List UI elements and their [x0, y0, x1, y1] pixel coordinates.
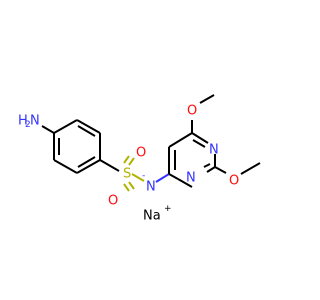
bond-benzene-4	[53, 159, 78, 174]
bond-pyr-5-inner	[203, 163, 211, 168]
bond-pyr-2	[168, 132, 193, 148]
bond-pyr-6	[177, 178, 193, 188]
methoxy-o-right-label: O	[229, 174, 239, 189]
sulfonyl-o-top-label: O	[136, 146, 146, 161]
bond-pyr-5	[206, 166, 216, 173]
bond-n-to-pyrimidine	[155, 173, 170, 183]
molecule-structure: H 2 N S O O N - N N O O Na +	[18, 94, 261, 224]
pyrimidine-ring	[168, 132, 216, 188]
bond-s-to-o-top-b	[123, 155, 130, 164]
bond-ring-to-sulfur	[99, 159, 120, 172]
bond-benzene-6	[53, 119, 78, 134]
bond-benzene-3	[76, 159, 101, 174]
sodium-charge-label: +	[164, 204, 172, 214]
bond-benzene-1	[76, 119, 101, 134]
amide-n-label: N	[146, 180, 156, 195]
methoxy-o-top-label: O	[187, 104, 197, 119]
ring-n-bottom-label: N	[186, 171, 196, 186]
benzene-ring	[53, 119, 101, 174]
bond-ring-to-methoxy-right	[214, 166, 227, 174]
bond-pyr-3	[191, 132, 209, 144]
bond-methoxy-right-to-methyl	[240, 162, 261, 175]
sodium-label: Na	[143, 209, 161, 224]
bond-benzene-inner-1	[77, 125, 96, 137]
sulfonyl-o-bottom-label: O	[108, 194, 118, 209]
sulfur-label: S	[123, 167, 131, 182]
ring-n-top-label: N	[209, 143, 219, 158]
bond-s-to-n	[131, 173, 145, 182]
bond-s-to-o-bottom-a	[128, 181, 135, 190]
bond-s-to-o-top-a	[128, 157, 135, 166]
bond-s-to-o-bottom-b	[123, 183, 130, 192]
bond-benzene-inner-2	[77, 156, 96, 168]
bond-pyr-3-inner	[192, 139, 206, 148]
amine-h-label: H	[18, 114, 28, 129]
bond-methoxy-top-to-methyl	[199, 94, 215, 104]
amide-charge-label: -	[142, 171, 145, 181]
bond-pyr-6b	[168, 173, 179, 180]
bond-ring-to-amine	[41, 125, 55, 134]
amine-n-label: N	[30, 114, 40, 129]
amine-h-count-label: 2	[25, 120, 31, 130]
